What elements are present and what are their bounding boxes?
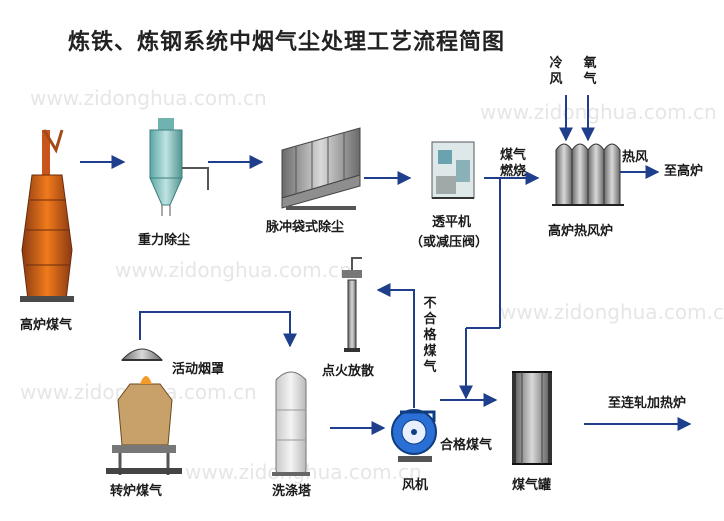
oxygen-label: 氧气: [583, 56, 597, 87]
flow-arrows: [80, 95, 692, 435]
ignition-stack-icon: [342, 257, 362, 352]
turbine-label: 透平机: [432, 215, 472, 230]
hot-blast-stove-label: 高炉热风炉: [548, 224, 614, 239]
fan-icon: [391, 409, 437, 462]
watermark: www.zidonghua.com.cn: [500, 300, 724, 324]
gravity-dust-label: 重力除尘: [138, 233, 191, 248]
gas-combustion-label: 煤气燃烧: [499, 148, 526, 179]
watermark: www.zidonghua.com.cn: [30, 86, 267, 110]
gas-tank-label: 煤气罐: [512, 478, 552, 493]
scrubber-tower-icon: [272, 371, 310, 476]
gas-holder-icon: [512, 371, 552, 465]
turbine-note-label: （或减压阀）: [410, 235, 489, 250]
hood-label: 活动烟罩: [172, 362, 225, 377]
watermark: www.zidonghua.com.cn: [115, 258, 352, 282]
hot-air-label: 热风: [622, 150, 649, 165]
to-rolling-furnace-label: 至连轧加热炉: [608, 396, 687, 411]
blast-furnace-icon: [20, 129, 74, 302]
converter-icon: [106, 376, 182, 475]
to-blast-furnace-label: 至高炉: [664, 164, 704, 179]
pulse-bag-filter-icon: [281, 127, 361, 210]
unqualified-gas-label: 不合格煤气: [423, 296, 437, 375]
ignition-label: 点火放散: [322, 364, 375, 379]
gravity-dust-collector-icon: [149, 118, 209, 216]
pulse-bag-dust-label: 脉冲袋式除尘: [266, 220, 345, 235]
cold-air-label: 冷风: [549, 56, 563, 87]
diagram-title: 炼铁、炼钢系统中烟气尘处理工艺流程简图: [68, 29, 506, 55]
hot-blast-stove-icon: [552, 143, 624, 206]
scrubber-label: 洗涤塔: [272, 484, 312, 499]
hood-icon: [120, 348, 164, 361]
qualified-gas-label: 合格煤气: [440, 438, 493, 453]
turbine-icon: [431, 141, 475, 199]
fan-label: 风机: [402, 478, 429, 493]
converter-gas-label: 转炉煤气: [110, 484, 163, 499]
watermark: www.zidonghua.com.cn: [480, 100, 717, 124]
blast-furnace-gas-label: 高炉煤气: [20, 318, 73, 333]
